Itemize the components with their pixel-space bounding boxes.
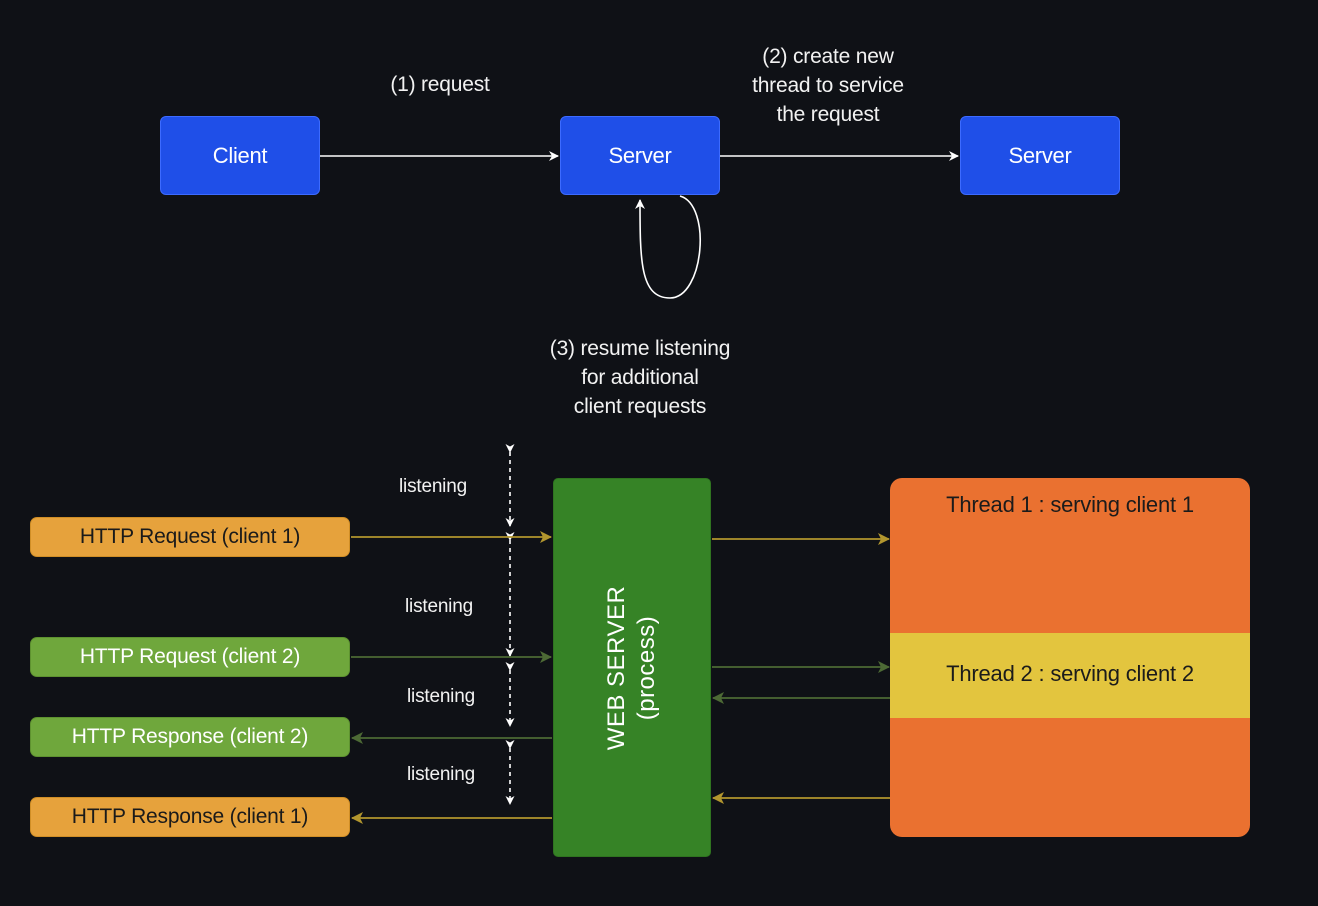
threads-container[interactable]: Thread 1 : serving client 1 Thread 2 : s… bbox=[890, 478, 1250, 837]
listening-label-3: listening bbox=[407, 686, 475, 707]
step-1-label: (1) request bbox=[390, 73, 490, 96]
server-node-label: Server bbox=[608, 142, 672, 168]
http-request-client-2[interactable]: HTTP Request (client 2) bbox=[30, 637, 350, 677]
web-server-title-line-2: (process) bbox=[633, 615, 660, 720]
http-request-client-1[interactable]: HTTP Request (client 1) bbox=[30, 517, 350, 557]
arrow-resume-listening-loop bbox=[635, 195, 701, 299]
client-node[interactable]: Client bbox=[160, 116, 320, 195]
http-response-client-2[interactable]: HTTP Response (client 2) bbox=[30, 717, 350, 757]
web-server-process[interactable]: WEB SERVER (process) bbox=[553, 478, 711, 857]
thread-2-label: Thread 2 : serving client 2 bbox=[946, 661, 1194, 686]
client-node-label: Client bbox=[212, 142, 268, 168]
listening-label-1: listening bbox=[399, 476, 467, 497]
step-3-label: (3) resume listening for additional clie… bbox=[549, 337, 731, 418]
thread-2-band[interactable]: Thread 2 : serving client 2 bbox=[890, 633, 1250, 718]
server-node-listening[interactable]: Server bbox=[560, 116, 720, 195]
web-server-title-line-1: WEB SERVER bbox=[603, 585, 630, 750]
listening-label-2: listening bbox=[405, 596, 473, 617]
http-response-client-1-label: HTTP Response (client 1) bbox=[71, 805, 309, 828]
server-thread-node-label: Server bbox=[1008, 142, 1072, 168]
http-response-client-1[interactable]: HTTP Response (client 1) bbox=[30, 797, 350, 837]
http-request-client-1-label: HTTP Request (client 1) bbox=[79, 525, 301, 548]
thread-1-label: Thread 1 : serving client 1 bbox=[946, 492, 1194, 517]
web-server-title: WEB SERVER (process) bbox=[602, 585, 662, 750]
http-request-client-2-label: HTTP Request (client 2) bbox=[79, 645, 301, 668]
step-2-label: (2) create new thread to service the req… bbox=[752, 45, 904, 126]
http-response-client-2-label: HTTP Response (client 2) bbox=[71, 725, 309, 748]
server-node-thread[interactable]: Server bbox=[960, 116, 1120, 195]
listening-label-4: listening bbox=[407, 764, 475, 785]
